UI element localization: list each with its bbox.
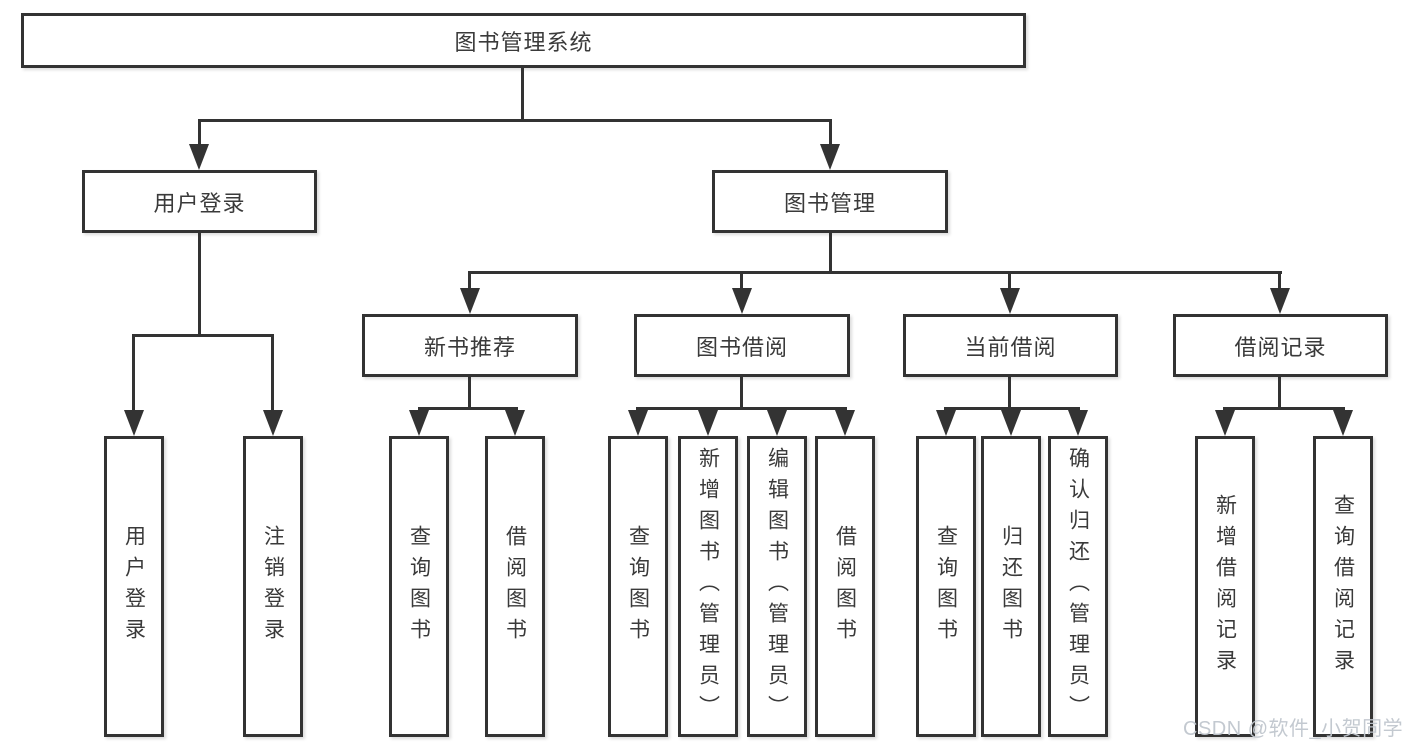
connector-borrowing-records-bar <box>1223 407 1345 410</box>
arrow-down-login-action <box>124 410 144 436</box>
arrow-down-records-add <box>1215 410 1235 436</box>
arrow-down-recommend-query <box>409 410 429 436</box>
node-book-management-label: 图书管理 <box>783 190 876 216</box>
connector-book-borrowing-stem <box>740 377 743 410</box>
arrow-down-current-borrowing <box>1000 288 1020 314</box>
arrow-down-current-return <box>1001 410 1021 436</box>
node-current-borrowing-label: 当前借阅 <box>964 334 1057 360</box>
node-recommend-borrow-book-label: 借阅图书 <box>503 524 527 649</box>
node-recommend-query-book: 查询图书 <box>389 436 449 737</box>
node-records-add-record-label: 新增借阅记录 <box>1213 493 1237 680</box>
arrow-down-records-query <box>1333 410 1353 436</box>
arrow-down-user-login <box>189 144 209 170</box>
node-borrowing-records-label: 借阅记录 <box>1234 334 1327 360</box>
connector-root-drop-book-management <box>829 119 832 149</box>
node-recommend-borrow-book: 借阅图书 <box>485 436 545 737</box>
node-current-borrowing: 当前借阅 <box>903 314 1118 377</box>
connector-book-management-bar <box>468 271 1282 274</box>
arrow-down-borrow-borrow <box>835 410 855 436</box>
arrow-down-new-book <box>460 288 480 314</box>
connector-user-login-bar <box>132 334 274 337</box>
arrow-down-logout-action <box>263 410 283 436</box>
node-records-query-record: 查询借阅记录 <box>1313 436 1373 737</box>
connector-current-borrowing-stem <box>1008 377 1011 410</box>
node-records-query-record-label: 查询借阅记录 <box>1331 493 1355 680</box>
node-new-book-recommendation-label: 新书推荐 <box>423 334 516 360</box>
node-current-confirm-return-admin-label: 确认归还（管理员） <box>1066 447 1090 726</box>
node-borrow-borrow-book: 借阅图书 <box>815 436 875 737</box>
connector-new-book-stem <box>468 377 471 410</box>
node-borrow-borrow-book-label: 借阅图书 <box>833 524 857 649</box>
arrow-down-borrow-edit <box>767 410 787 436</box>
node-book-borrowing: 图书借阅 <box>634 314 850 377</box>
arrow-down-book-management <box>820 144 840 170</box>
connector-root-drop-user-login <box>198 119 201 149</box>
arrow-down-borrowing-records <box>1270 288 1290 314</box>
node-borrowing-records: 借阅记录 <box>1173 314 1388 377</box>
arrow-down-borrow-query <box>628 410 648 436</box>
node-current-return-book-label: 归还图书 <box>999 524 1023 649</box>
connector-root-stem <box>521 68 524 122</box>
connector-user-login-stem <box>198 233 201 337</box>
node-library-system-label: 图书管理系统 <box>454 29 593 55</box>
connector-borrowing-records-stem <box>1278 377 1281 410</box>
node-user-login-action: 用户登录 <box>104 436 164 737</box>
node-current-confirm-return-admin: 确认归还（管理员） <box>1048 436 1108 737</box>
node-records-add-record: 新增借阅记录 <box>1195 436 1255 737</box>
node-user-login-action-label: 用户登录 <box>122 524 146 649</box>
connector-book-borrowing-bar <box>636 407 847 410</box>
csdn-watermark: CSDN @软件_小贺同学 <box>1183 718 1404 740</box>
connector-new-book-bar <box>418 407 518 410</box>
node-library-system: 图书管理系统 <box>21 13 1026 68</box>
node-borrow-query-book-label: 查询图书 <box>626 524 650 649</box>
node-current-query-book-label: 查询图书 <box>934 524 958 649</box>
connector-drop-login-action <box>132 334 135 414</box>
node-new-book-recommendation: 新书推荐 <box>362 314 578 377</box>
node-borrow-edit-book-admin-label: 编辑图书（管理员） <box>765 447 789 726</box>
connector-drop-borrowing-records <box>1278 271 1281 293</box>
arrow-down-current-query <box>936 410 956 436</box>
connector-drop-current-borrowing <box>1008 271 1011 293</box>
node-book-management: 图书管理 <box>712 170 948 233</box>
connector-book-management-stem <box>829 233 832 273</box>
node-borrow-add-book-admin: 新增图书（管理员） <box>678 436 738 737</box>
arrow-down-recommend-borrow <box>505 410 525 436</box>
node-borrow-add-book-admin-label: 新增图书（管理员） <box>696 447 720 726</box>
node-user-login: 用户登录 <box>82 170 317 233</box>
connector-drop-book-borrowing <box>740 271 743 293</box>
connector-root-bar <box>198 119 832 122</box>
node-recommend-query-book-label: 查询图书 <box>407 524 431 649</box>
node-borrow-query-book: 查询图书 <box>608 436 668 737</box>
node-book-borrowing-label: 图书借阅 <box>695 334 788 360</box>
connector-current-borrowing-bar <box>944 407 1080 410</box>
connector-drop-logout-action <box>271 334 274 414</box>
node-borrow-edit-book-admin: 编辑图书（管理员） <box>747 436 807 737</box>
node-logout-action-label: 注销登录 <box>261 524 285 649</box>
node-user-login-label: 用户登录 <box>153 190 246 216</box>
node-logout-action: 注销登录 <box>243 436 303 737</box>
connector-drop-new-book <box>468 271 471 293</box>
arrow-down-book-borrowing <box>732 288 752 314</box>
arrow-down-current-confirm <box>1068 410 1088 436</box>
node-current-return-book: 归还图书 <box>981 436 1041 737</box>
node-current-query-book: 查询图书 <box>916 436 976 737</box>
arrow-down-borrow-add <box>698 410 718 436</box>
